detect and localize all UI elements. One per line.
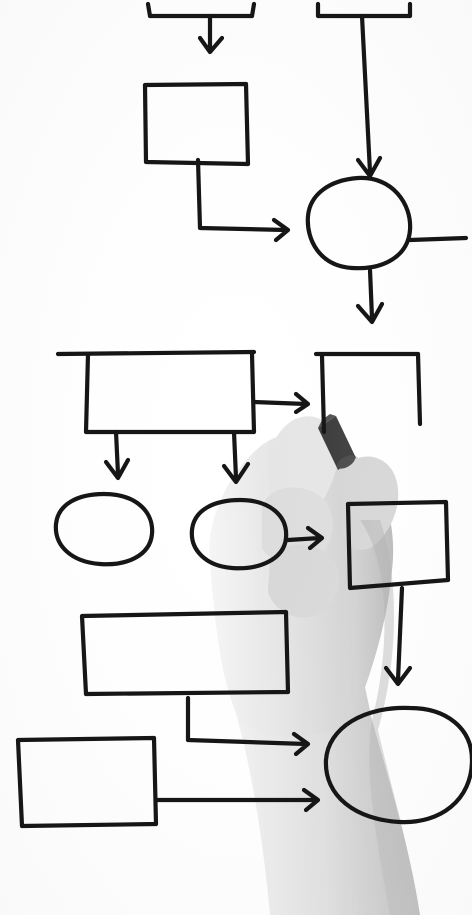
- box-2: [142, 81, 251, 167]
- flowchart: [15, 1, 472, 829]
- box-3: [83, 351, 257, 435]
- box-7: [15, 735, 159, 829]
- arrow-top-left-down: [197, 13, 225, 55]
- ellipse-1: [305, 175, 413, 271]
- ellipse-4: [323, 705, 472, 825]
- ellipse-1-exit-line: [407, 235, 469, 243]
- box-5: [345, 499, 451, 591]
- box-top-left: [145, 1, 257, 19]
- arrow-box2-to-ellipse: [195, 157, 291, 243]
- arrow-box7-to-ellipse4: [153, 787, 321, 813]
- arrow-box5-down: [383, 585, 413, 687]
- arrow-ellipse1-down: [355, 267, 385, 325]
- arrow-box3-down-right: [221, 429, 251, 485]
- arrow-top-right-down: [355, 13, 383, 179]
- box-6: [79, 609, 291, 697]
- arrow-ellipse3-to-box5: [285, 525, 325, 551]
- ellipse-3: [189, 497, 289, 571]
- arrow-box6-to-ellipse4: [185, 695, 311, 757]
- arrow-box3-down-left: [103, 429, 131, 481]
- ellipse-2: [53, 491, 155, 567]
- arrow-box3-to-box4: [251, 391, 311, 415]
- box-4: [313, 351, 423, 435]
- line-box3-top: [55, 349, 257, 357]
